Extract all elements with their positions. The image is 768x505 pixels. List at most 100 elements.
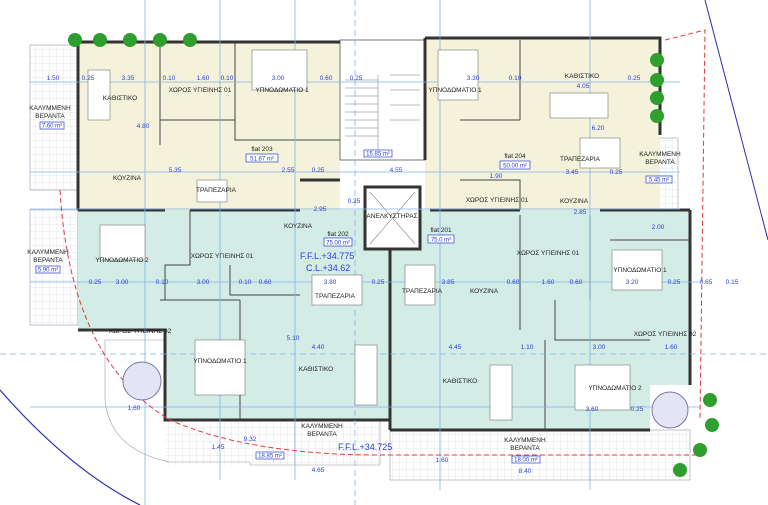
dim: 1.45: [212, 444, 225, 451]
room-bath-203: ΧΩΡΟΣ ΥΓΙΕΙΝΗΣ 01: [169, 87, 232, 94]
dim: 4.55: [390, 167, 403, 174]
dim: 0.10: [163, 75, 176, 82]
room-bedroom2-201: ΥΠΝΟΔΩΜΑΤΙΟ 2: [588, 385, 642, 392]
elevator-shaft: [363, 185, 422, 251]
dim: 0.10: [156, 279, 169, 286]
dim: 0.10: [239, 279, 252, 286]
dim: 0.60: [507, 279, 520, 286]
veranda-label-4b: ΒΕΡΑΝΤΑ: [510, 445, 540, 452]
spiral-stair-right: [651, 391, 689, 429]
dim: 1.60: [197, 75, 210, 82]
room-bath02-202: ΧΩΡΟΣ ΥΓΙΕΙΝΗΣ 02: [109, 328, 172, 335]
dim: 0.25: [372, 279, 385, 286]
veranda-area-3: 5.45 m²: [649, 178, 669, 184]
flat-202-area: [78, 210, 390, 420]
veranda-label-2b: ΒΕΡΑΝΤΑ: [33, 257, 63, 264]
room-kitchen-203: ΚΟΥΖΙΝΑ: [113, 175, 142, 182]
boundary-line-right: [664, 29, 706, 421]
dim: 5.10: [287, 335, 300, 342]
dim: 3.00: [197, 279, 210, 286]
dim: 0.10: [509, 75, 522, 82]
dim: 3.35: [122, 75, 135, 82]
dim: 2.85: [574, 209, 587, 216]
staircase: [339, 39, 426, 161]
dim: 3.00: [116, 279, 129, 286]
dim: 2.00: [652, 224, 665, 231]
room-bath01-201: ΧΩΡΟΣ ΥΓΙΕΙΝΗΣ 01: [517, 250, 580, 257]
veranda-area-5: 18.00 m²: [514, 458, 538, 464]
dim: 3.85: [442, 279, 455, 286]
dim: 5.35: [169, 167, 182, 174]
room-bedroom1-204: ΥΠΝΟΔΩΜΑΤΙΟ 1: [428, 87, 482, 94]
dim: 1.50: [47, 75, 60, 82]
dim: 3.20: [626, 279, 639, 286]
veranda-area-1: 7.60 m²: [42, 124, 62, 130]
walls: [76, 36, 692, 432]
room-dining-204: ΤΡΑΠΕΖΑΡΙΑ: [560, 156, 601, 163]
dim: 0.65: [700, 279, 713, 286]
spiral-stair-left: [122, 361, 162, 401]
room-dining-202: ΤΡΑΠΕΖΑΡΙΑ: [315, 293, 356, 300]
dim: 1.60: [542, 279, 555, 286]
room-bath-204: ΧΩΡΟΣ ΥΓΙΕΙΝΗΣ 01: [466, 197, 529, 204]
veranda-label-5: ΚΑΛΥΜΜΕΝΗ: [639, 151, 681, 158]
dim: 4.05: [577, 83, 590, 90]
room-kitchen-202: ΚΟΥΖΙΝΑ: [284, 223, 313, 230]
dim: 2.95: [314, 206, 327, 213]
veranda-label-3: ΚΑΛΥΜΜΕΝΗ: [301, 423, 343, 430]
dim: 0.60: [320, 75, 333, 82]
room-living-203: ΚΑΘΙΣΤΙΚΟ: [103, 95, 137, 102]
room-dining-203: ΤΡΑΠΕΖΑΡΙΑ: [196, 187, 237, 194]
dim: 0.25: [628, 75, 641, 82]
dim: 0.25: [348, 198, 361, 205]
dimensions: 1.50 0.25 3.35 0.10 1.60 0.10 3.00 0.60 …: [47, 75, 739, 475]
room-living-202: ΚΑΘΙΣΤΙΚΟ: [299, 366, 333, 373]
flat-tags: flat 203 51.87 m² flat 204 50.00 m² flat…: [35, 121, 673, 464]
dim: 3.00: [593, 344, 606, 351]
room-bedroom2-202: ΥΠΝΟΔΩΜΑΤΙΟ 2: [95, 257, 149, 264]
veranda-label-1b: ΒΕΡΑΝΤΑ: [35, 113, 65, 120]
dim: 2.55: [282, 167, 295, 174]
veranda-label-4: ΚΑΛΥΜΜΕΝΗ: [504, 437, 546, 444]
room-bedroom1-202: ΥΠΝΟΔΩΜΑΤΙΟ 1: [193, 358, 247, 365]
dim: 4.45: [449, 344, 462, 351]
site-boundary-line: [704, 0, 768, 241]
room-elevator: ΑΝΕΛΚΥΣΤΗΡΑΣ: [366, 213, 417, 220]
stair-area: 15.85 m²: [366, 152, 390, 158]
dim: 3.00: [272, 75, 285, 82]
room-bath01-202: ΧΩΡΟΣ ΥΓΙΕΙΝΗΣ 01: [191, 253, 254, 260]
veranda-label-3b: ΒΕΡΑΝΤΑ: [307, 431, 337, 438]
room-bedroom1-203: ΥΠΝΟΔΩΜΑΤΙΟ 1: [255, 87, 309, 94]
dim: 0.25: [312, 167, 325, 174]
flat-201-name: flat 201: [430, 227, 452, 234]
veranda-area-2: 5.90 m²: [38, 268, 58, 274]
room-living-201: ΚΑΘΙΣΤΙΚΟ: [443, 378, 477, 385]
stair-treads: [345, 74, 420, 150]
veranda-area-4: 18.85 m²: [258, 454, 282, 460]
dim: 4.65: [312, 467, 325, 474]
site-boundary-arc: [0, 389, 141, 505]
dim: 4.80: [137, 123, 150, 130]
flat-204-name: flat 204: [504, 153, 526, 160]
planters: [68, 33, 719, 477]
dim: 0.25: [668, 279, 681, 286]
room-bedroom1-201: ΥΠΝΟΔΩΜΑΤΙΟ 1: [613, 267, 667, 274]
room-kitchen-204: ΚΟΥΖΙΝΑ: [560, 198, 589, 205]
ffl-level-2: F.F.L.+34.725: [338, 442, 392, 452]
dim: 0.25: [89, 279, 102, 286]
dim: 1.60: [436, 457, 449, 464]
boundary-line: [59, 189, 700, 456]
room-living-204: ΚΑΘΙΣΤΙΚΟ: [565, 73, 599, 80]
veranda-label-5b: ΒΕΡΑΝΤΑ: [645, 159, 675, 166]
flat-204-area-text: 50.00 m²: [503, 164, 527, 170]
dim: 8.40: [519, 468, 532, 475]
dim: 9.32: [244, 436, 257, 443]
veranda-label-1: ΚΑΛΥΜΜΕΝΗ: [29, 105, 71, 112]
dim: 1.60: [128, 405, 141, 412]
dim: 0.60: [570, 279, 583, 286]
flat-201-area-text: 75.0 m²: [431, 238, 451, 244]
dim: 3.60: [586, 406, 599, 413]
dim: 3.80: [324, 279, 337, 286]
dim: 6.20: [592, 125, 605, 132]
